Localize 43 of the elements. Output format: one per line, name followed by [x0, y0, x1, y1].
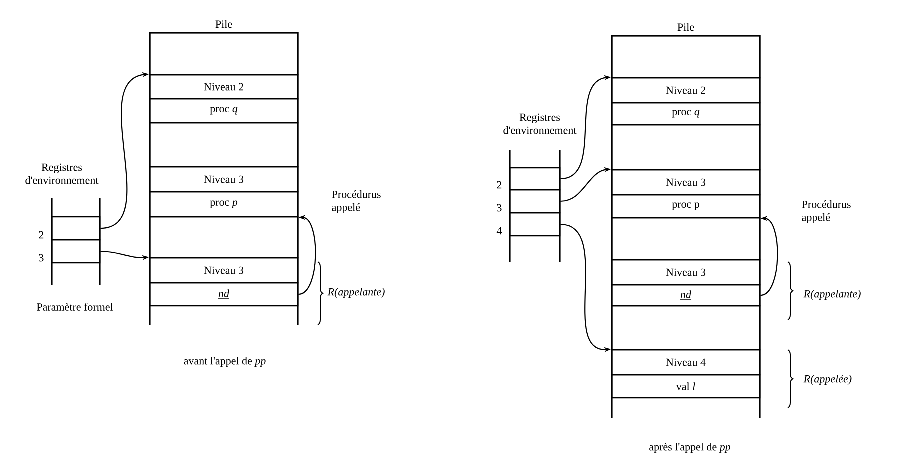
register-number: 3 — [39, 254, 44, 262]
stack-cell: nd — [149, 282, 299, 307]
stack-cell: Niveau 3 — [611, 169, 761, 196]
register-title: Registres d'environnement — [26, 164, 99, 184]
register-number: 4 — [496, 227, 502, 235]
stack-cell: proc q — [149, 98, 299, 124]
annotation-text: Procédurus appelé — [332, 190, 381, 214]
empty-stack-cell — [149, 32, 299, 76]
stack-cell: proc p — [611, 194, 761, 219]
caption-text: Paramètre formel — [36, 303, 114, 311]
stack-cell: nd — [611, 284, 761, 307]
register-slot — [51, 239, 101, 264]
register-range-label: R(appelée) — [804, 375, 852, 385]
register-title: Registres d'environnement — [504, 114, 577, 134]
register-number: 2 — [39, 231, 44, 239]
empty-stack-cell — [149, 216, 299, 259]
register-slot — [51, 216, 101, 241]
stack-cell: proc p — [149, 191, 299, 218]
register-range-label: R(appelante) — [804, 290, 861, 300]
caption-text: avant l'appel de pp — [184, 357, 266, 367]
stack-cell: Niveau 4 — [611, 349, 761, 376]
stack-cell: val l — [611, 374, 761, 399]
register-slot — [509, 212, 561, 237]
empty-stack-cell — [611, 217, 761, 261]
register-slot — [509, 189, 561, 214]
stack-cell: Niveau 3 — [149, 166, 299, 193]
register-ladder — [51, 197, 101, 286]
stack-cell: Niveau 3 — [149, 257, 299, 284]
stack-cell: Niveau 2 — [149, 74, 299, 100]
empty-stack-cell — [149, 122, 299, 168]
empty-stack-cell — [611, 305, 761, 351]
empty-stack-cell — [611, 124, 761, 171]
stack-cell: Niveau 3 — [611, 259, 761, 286]
register-slot — [509, 167, 561, 191]
register-number: 3 — [497, 204, 502, 212]
stack-cell: Niveau 2 — [611, 77, 761, 104]
register-range-label: R(appelante) — [328, 288, 385, 298]
register-number: 2 — [497, 181, 502, 189]
stack-cell: proc q — [611, 102, 761, 126]
empty-stack-cell — [611, 35, 761, 79]
annotation-text: Procédurus appelé — [802, 200, 851, 224]
caption-text: après l'appel de pp — [650, 443, 731, 453]
register-ladder — [509, 149, 561, 263]
